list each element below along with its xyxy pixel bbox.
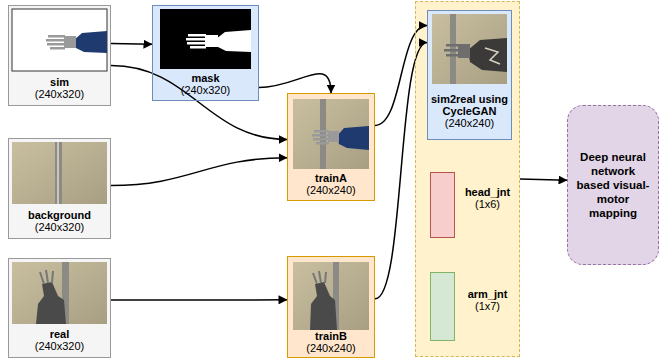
box-fill xyxy=(8,138,111,239)
sim-hand xyxy=(46,35,76,50)
arrow-connector xyxy=(375,26,427,126)
box-fill xyxy=(427,10,512,140)
node-title: arm_jnt xyxy=(468,288,508,300)
node-title: trainA xyxy=(315,172,347,184)
robot-arm xyxy=(468,38,507,72)
sim-image xyxy=(12,9,107,71)
box-fill xyxy=(8,5,111,106)
image-box: trainB(240x240) xyxy=(287,256,375,358)
label-area: background(240x320) xyxy=(11,205,108,236)
background-image xyxy=(12,142,107,204)
arrow-connector xyxy=(259,74,331,93)
box-fill xyxy=(8,258,111,358)
label-area: arm_jnt(1x7) xyxy=(457,272,518,327)
node-title: sim xyxy=(50,76,69,88)
label-area: head_jnt(1x6) xyxy=(457,172,518,224)
label-area: trainA(240x240) xyxy=(290,170,372,198)
sim-arm xyxy=(337,126,369,150)
node-size: (240x320) xyxy=(35,221,85,233)
node-size: (240x240) xyxy=(306,342,356,354)
mask-shape xyxy=(186,30,251,52)
panel-fill xyxy=(415,1,520,357)
arrow-connector xyxy=(111,66,287,140)
trainA-image xyxy=(293,99,369,169)
arrow-connector xyxy=(375,43,427,299)
image-box: sim2real using CycleGAN(240x240) xyxy=(427,10,512,140)
node-size: (240x320) xyxy=(35,340,85,352)
node-size: (240x240) xyxy=(445,117,495,129)
node-title: trainB xyxy=(315,330,347,342)
arrow-connector xyxy=(520,179,567,180)
node-size: (240x240) xyxy=(306,184,356,196)
sim-hand xyxy=(312,130,339,145)
arrow-connector xyxy=(111,299,287,301)
process-box: Deep neural network based visual-motor m… xyxy=(567,105,659,265)
sim-arm xyxy=(74,31,107,53)
box-fill xyxy=(152,5,259,101)
sim2real-image xyxy=(432,14,507,84)
robot-hand xyxy=(444,44,470,58)
node-title: mask xyxy=(191,72,219,84)
pole xyxy=(55,142,62,204)
node-title: background xyxy=(28,209,91,221)
node-title: Deep neural network based visual-motor m… xyxy=(574,150,652,220)
robot-fingers xyxy=(313,271,326,284)
mask-image xyxy=(160,9,251,69)
node-size: (1x6) xyxy=(475,198,500,210)
vector-bar xyxy=(430,172,455,238)
image-box: sim(240x320) xyxy=(8,5,111,106)
label-area: real(240x320) xyxy=(11,325,108,355)
vector-bar xyxy=(430,272,455,341)
image-box: trainA(240x240) xyxy=(287,93,375,201)
node-size: (240x320) xyxy=(181,84,231,96)
pole-highlight xyxy=(57,142,59,204)
node-title: sim2real using CycleGAN xyxy=(430,93,509,117)
node-size: (1x7) xyxy=(475,300,500,312)
image-box: real(240x320) xyxy=(8,258,111,358)
node-title: head_jnt xyxy=(465,186,510,198)
trainB-image xyxy=(293,262,369,330)
vector-node: arm_jnt(1x7) xyxy=(430,272,518,341)
label-area: trainB(240x240) xyxy=(290,329,372,355)
real-image xyxy=(12,262,107,324)
robot-fingers xyxy=(40,270,53,284)
robot-hand xyxy=(310,282,337,330)
label-area: mask(240x320) xyxy=(155,70,256,98)
image-box: background(240x320) xyxy=(8,138,111,239)
label-area: sim2real using CycleGAN(240x240) xyxy=(430,85,509,137)
arrow-connector xyxy=(111,158,287,186)
image-box: mask(240x320) xyxy=(152,5,259,101)
arrow-connector xyxy=(111,43,152,45)
node-title: real xyxy=(50,328,70,340)
vector-node: head_jnt(1x6) xyxy=(430,172,518,238)
label-area: sim(240x320) xyxy=(11,72,108,103)
node-size: (240x320) xyxy=(35,88,85,100)
group-panel: sim2real using CycleGAN(240x240) head_jnt… xyxy=(415,1,520,357)
robot-hand xyxy=(36,282,66,324)
box-fill xyxy=(287,256,375,358)
robot-texture xyxy=(485,48,500,64)
box-fill xyxy=(287,93,375,201)
